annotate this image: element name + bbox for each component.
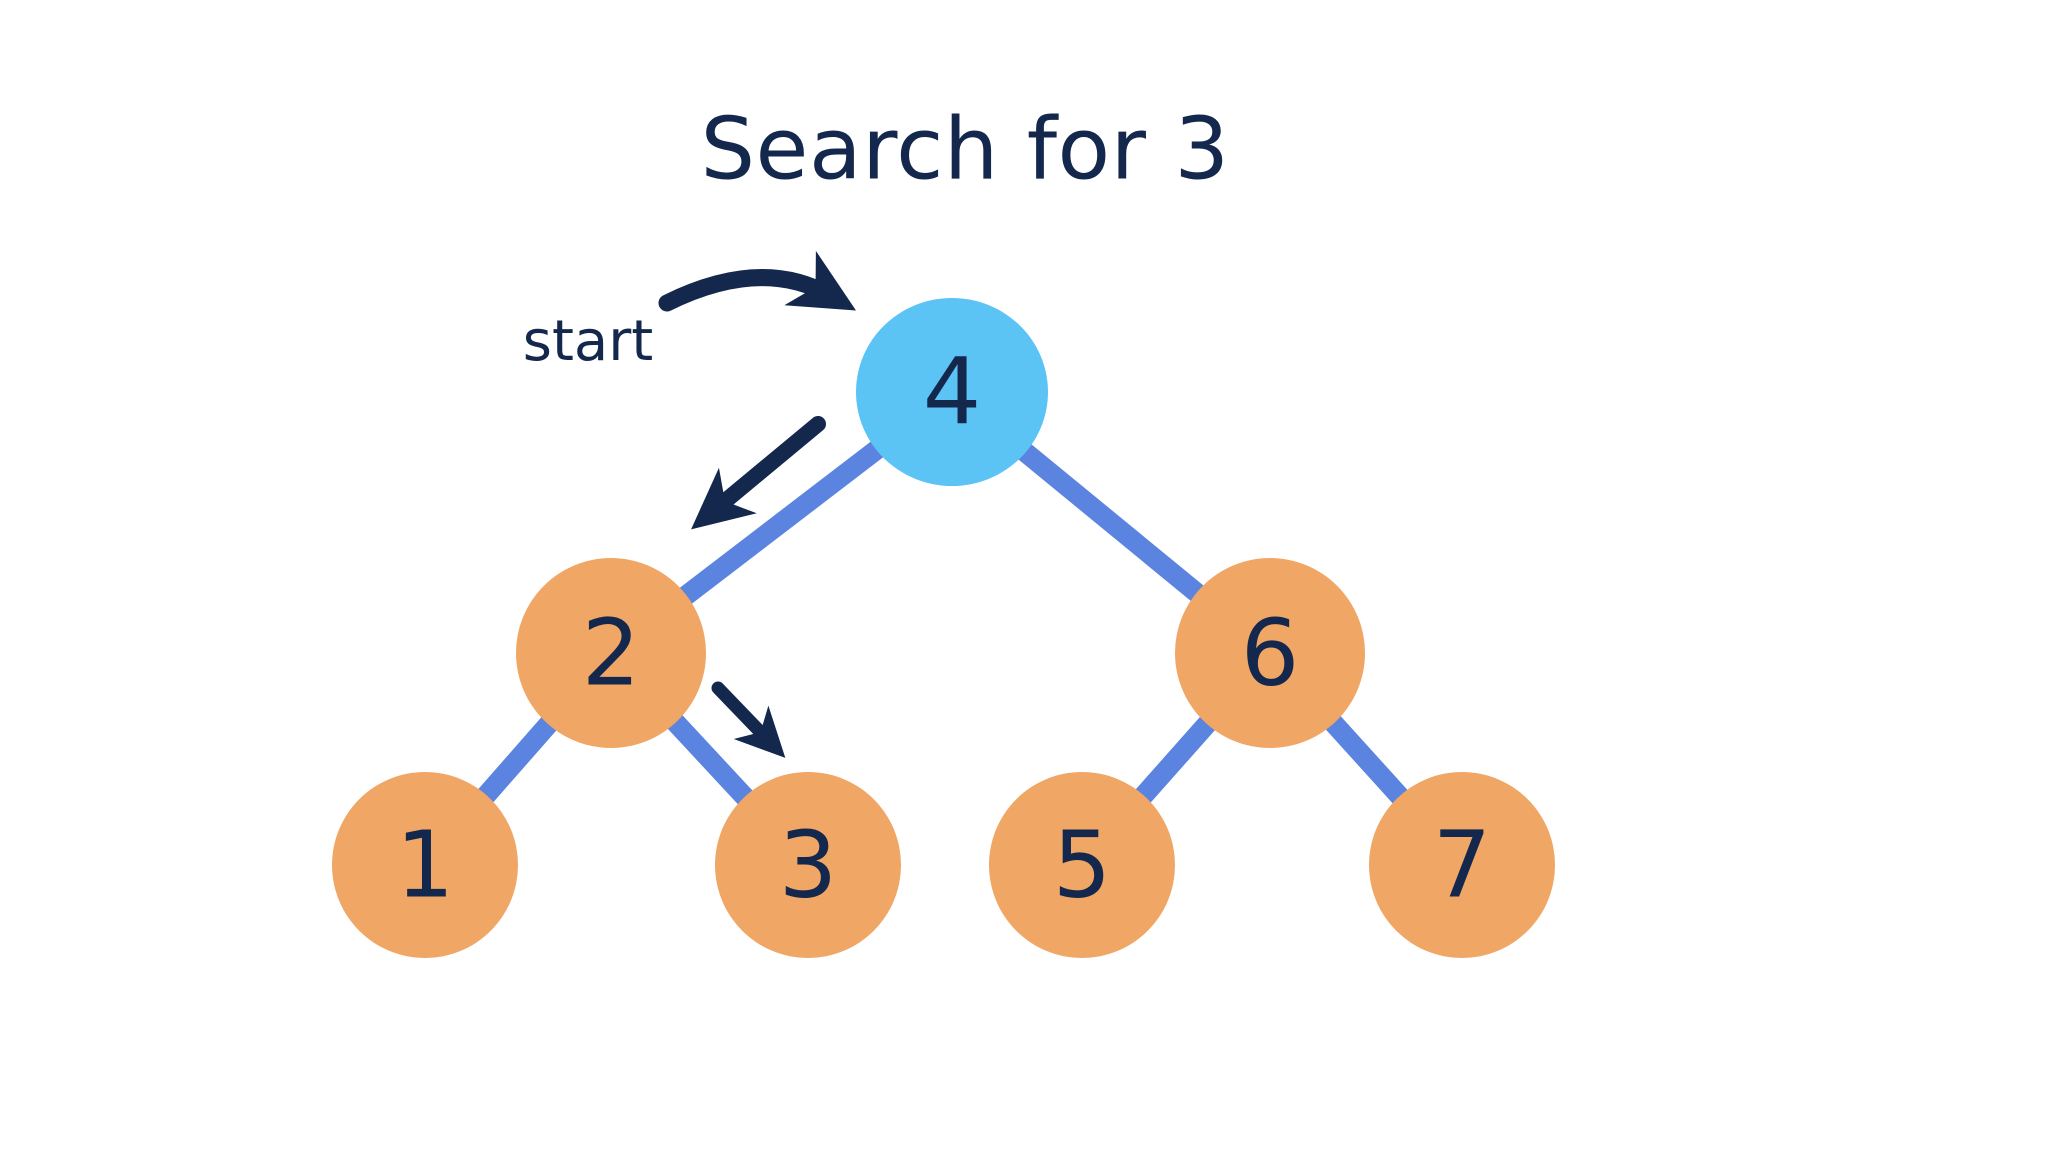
tree-node-6[interactable]: 6 <box>1175 558 1365 748</box>
tree-node-1-circle[interactable] <box>332 772 518 958</box>
tree-node-3[interactable]: 3 <box>715 772 901 958</box>
tree-node-6-circle[interactable] <box>1175 558 1365 748</box>
tree-node-2-circle[interactable] <box>516 558 706 748</box>
tree-node-6-label: 6 <box>1241 599 1300 706</box>
tree-node-4-label: 4 <box>923 338 982 445</box>
tree-node-1-label: 1 <box>396 811 455 918</box>
annotations: start <box>523 250 857 758</box>
tree-node-7-circle[interactable] <box>1369 772 1555 958</box>
start-label: start <box>523 309 653 374</box>
tree-node-4-circle[interactable] <box>856 298 1048 486</box>
tree-node-5-label: 5 <box>1053 811 1112 918</box>
descend-left-arrow-icon <box>691 416 826 530</box>
descend-right-arrow-icon <box>711 681 786 758</box>
tree-node-5-circle[interactable] <box>989 772 1175 958</box>
tree-node-2-label: 2 <box>582 599 641 706</box>
tree-node-3-circle[interactable] <box>715 772 901 958</box>
start-arrow-icon <box>658 250 857 312</box>
tree-node-3-label: 3 <box>779 811 838 918</box>
tree-node-2[interactable]: 2 <box>516 558 706 748</box>
tree-node-1[interactable]: 1 <box>332 772 518 958</box>
tree-node-5[interactable]: 5 <box>989 772 1175 958</box>
tree-nodes: 4 2 6 1 3 5 <box>332 298 1555 958</box>
tree-node-4[interactable]: 4 <box>856 298 1048 486</box>
tree-node-7[interactable]: 7 <box>1369 772 1555 958</box>
page-title: Search for 3 <box>700 99 1229 199</box>
tree-node-7-label: 7 <box>1433 811 1492 918</box>
